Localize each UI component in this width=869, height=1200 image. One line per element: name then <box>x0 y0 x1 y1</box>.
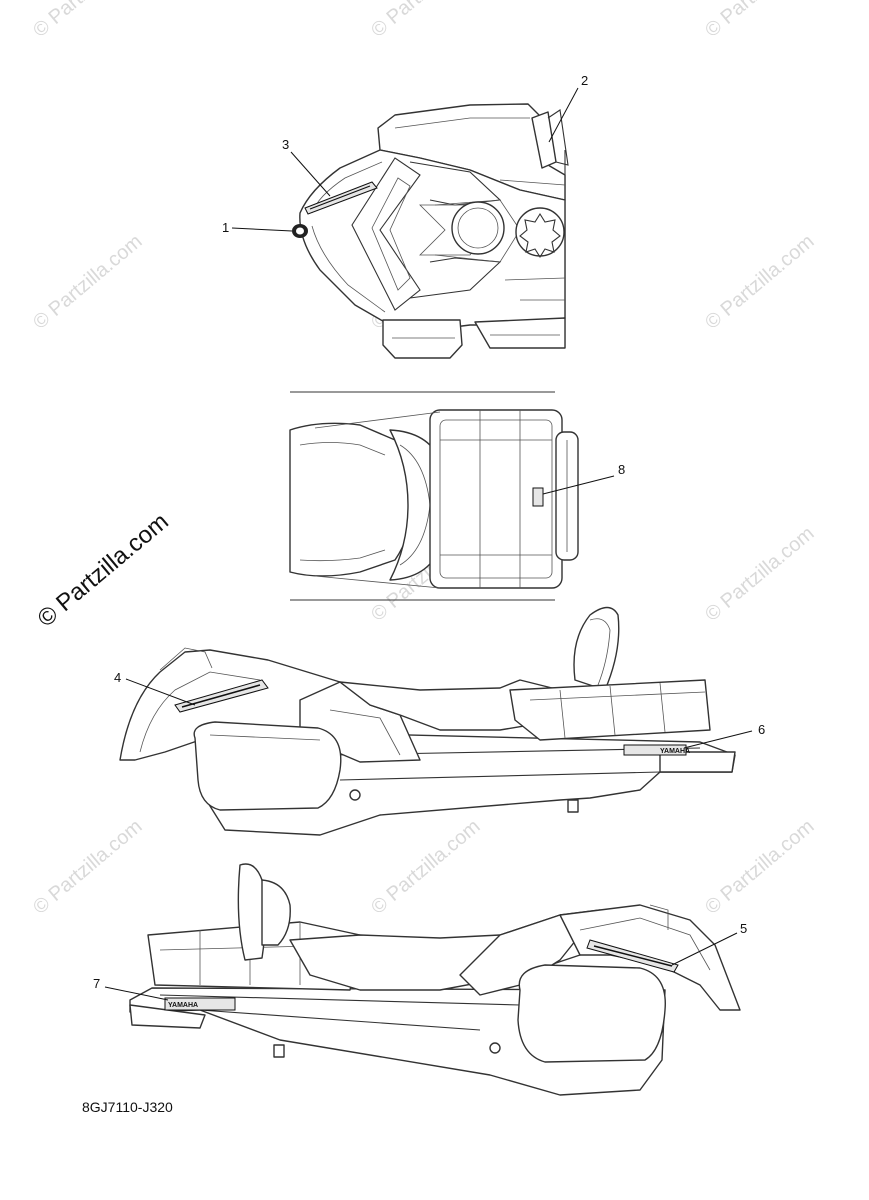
callout-5: 5 <box>740 921 747 936</box>
diagram-code: 8GJ7110-J320 <box>82 1099 173 1115</box>
watermark-corner-center: © Partz <box>367 0 432 42</box>
left-side-view: YAMAHA <box>119 606 736 836</box>
watermark-corner-left: © Partz <box>29 0 94 42</box>
watermark-row1-left: © Partzilla.com <box>29 230 146 333</box>
callout-3: 3 <box>282 137 289 152</box>
rear-rack-view <box>289 391 579 601</box>
decal-6-text: YAMAHA <box>660 748 690 755</box>
watermark-row2-right: © Partzilla.com <box>701 522 818 625</box>
callout-8: 8 <box>618 462 625 477</box>
watermark-main: © Partzilla.com <box>33 508 174 633</box>
right-side-view: YAMAHA <box>129 863 741 1096</box>
callout-7: 7 <box>93 976 100 991</box>
callout-1: 1 <box>222 220 229 235</box>
callout-4: 4 <box>114 670 121 685</box>
callouts: 1 2 3 4 5 6 7 8 <box>93 73 765 1001</box>
callout-6: 6 <box>758 722 765 737</box>
decal-7-text: YAMAHA <box>168 1002 198 1009</box>
watermark-row3-right: © Partzilla.com <box>701 815 818 918</box>
front-hood-view <box>292 103 569 359</box>
callout-2: 2 <box>581 73 588 88</box>
watermark-corner-right: © Partz <box>701 0 766 42</box>
watermark-row1-right: © Partzilla.com <box>701 230 818 333</box>
watermark-row3-left: © Partzilla.com <box>29 815 146 918</box>
watermark-row3-center: © Partzilla.com <box>367 815 484 918</box>
